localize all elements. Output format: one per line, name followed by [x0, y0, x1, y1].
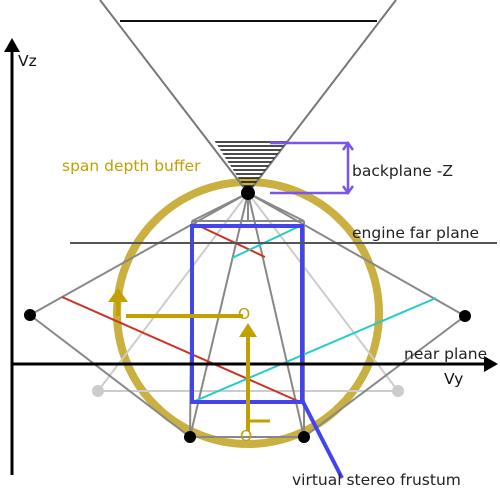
- engine-far-plane-label: engine far plane: [352, 224, 479, 242]
- span-depth-buffer-label: span depth buffer: [62, 157, 201, 175]
- gold-arrow-up: [239, 323, 270, 431]
- near-plane-label: near plane: [404, 345, 487, 363]
- backplane-bracket: [270, 140, 355, 196]
- red-lines: [61, 223, 301, 403]
- top-cone: [99, 0, 397, 194]
- light-vertex-left: [92, 385, 104, 397]
- vertex-bottom-left: [184, 431, 196, 443]
- vertex-apex: [241, 186, 255, 200]
- virtual-stereo-frustum-label: virtual stereo frustum: [292, 471, 461, 489]
- vz-axis-arrow: [4, 38, 20, 52]
- origin-top-label: O: [238, 305, 250, 323]
- vy-axis-arrow: [484, 356, 498, 372]
- vertex-right: [459, 310, 471, 322]
- virtual-stereo-frustum-pointer: [300, 399, 344, 479]
- light-vertex-right: [392, 385, 404, 397]
- vertex-left: [24, 309, 36, 321]
- gold-arrow-left: [108, 288, 243, 318]
- backplane-label: backplane -Z: [352, 162, 453, 180]
- cyan-lines: [194, 225, 437, 402]
- vertex-bottom-right: [298, 431, 310, 443]
- vz-axis-label: Vz: [18, 52, 37, 70]
- vy-axis-label: Vy: [444, 370, 463, 388]
- origin-bottom-label: O: [240, 427, 252, 445]
